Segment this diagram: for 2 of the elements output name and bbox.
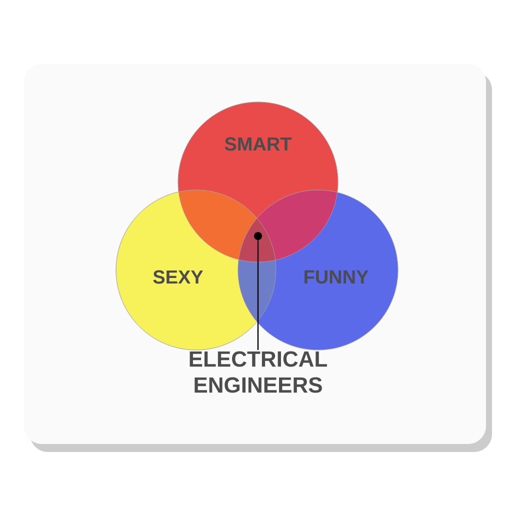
intersection-dot [254, 232, 262, 240]
caption-text: ELECTRICAL ENGINEERS [190, 351, 327, 393]
